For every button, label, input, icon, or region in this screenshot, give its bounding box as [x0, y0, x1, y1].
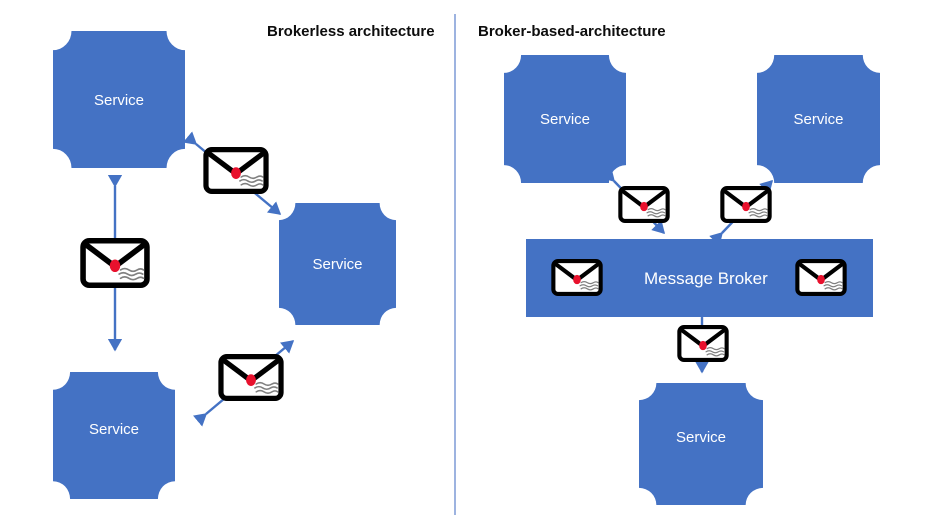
message-broker-label: Message Broker [644, 269, 768, 288]
envelope-broker-left-icon [553, 261, 600, 294]
envelope-broker-right-icon [797, 261, 844, 294]
envelope-lower-diagonal-icon [221, 357, 281, 399]
envelope-right-link-icon [722, 188, 769, 221]
envelope-left-link-icon [620, 188, 667, 221]
service-bottom-shape [639, 383, 763, 505]
service-top-right-shape [757, 55, 880, 183]
envelope-vertical-icon [83, 241, 147, 285]
panel-title-broker-based: Broker-based-architecture [478, 23, 666, 40]
envelope-bottom-link-icon [679, 327, 726, 360]
panel-title-brokerless: Brokerless architecture [267, 23, 435, 40]
service-top-left-shape [53, 31, 185, 168]
service-bottom-left-shape [53, 372, 175, 499]
service-top-left-right-panel-shape [504, 55, 626, 183]
service-middle-right-shape [279, 203, 396, 325]
envelope-upper-diagonal-icon [206, 150, 266, 192]
